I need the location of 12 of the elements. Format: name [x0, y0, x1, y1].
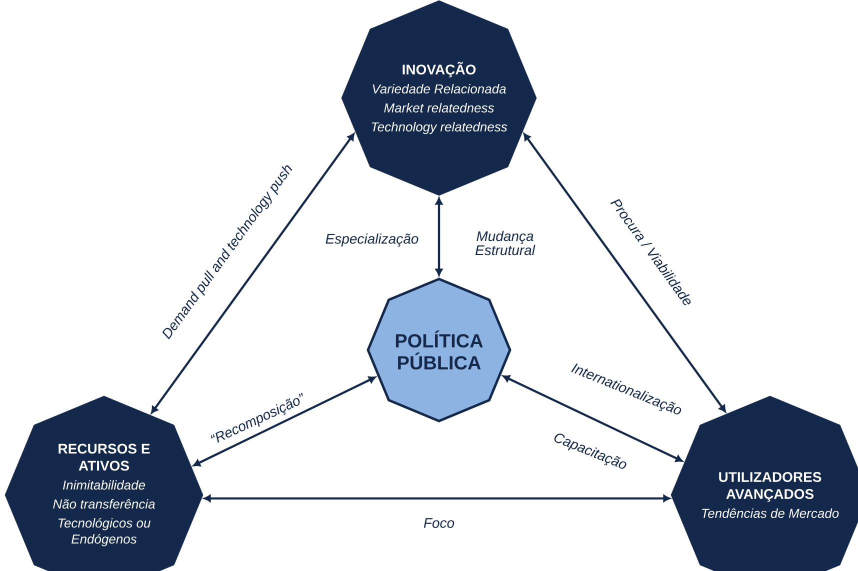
octagon-node: POLÍTICA PÚBLICA — [366, 278, 512, 422]
arrow — [204, 494, 670, 502]
octagon-node: INOVAÇÃO Variedade Relacionada Market relatedness Technology relatedness — [341, 0, 537, 196]
arrow — [193, 376, 376, 466]
octagon-node: RECURSOS E ATIVOS Inimitabilidade Não transferência Tecnológicos ou Endógenos — [4, 396, 204, 571]
side-label: Especialização — [326, 233, 418, 247]
arrow — [502, 375, 683, 462]
arrow — [523, 133, 726, 412]
edge-label: Foco — [424, 518, 454, 528]
arrow — [435, 198, 443, 276]
arrow — [151, 133, 355, 414]
side-label: Mudança Estrutural — [475, 230, 536, 256]
